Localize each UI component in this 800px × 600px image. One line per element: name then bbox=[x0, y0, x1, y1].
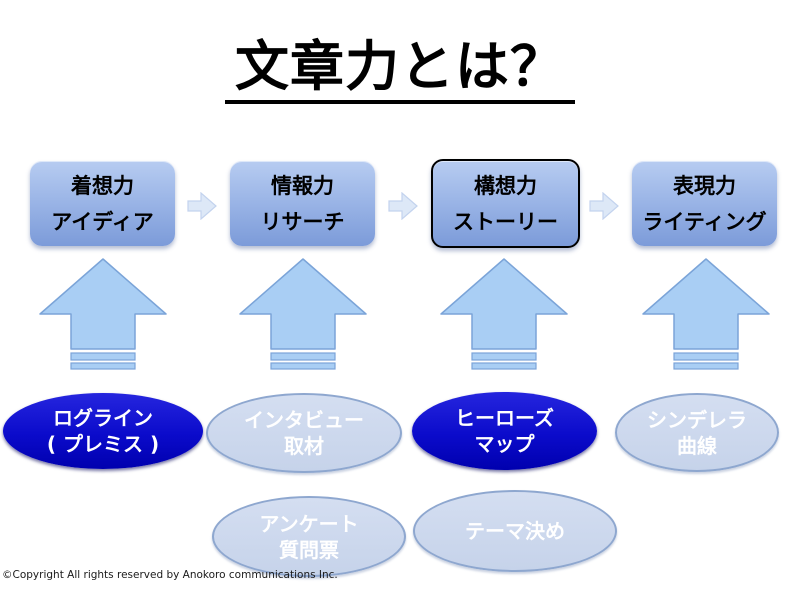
tool-ellipse-interview: インタビュー 取材 bbox=[206, 393, 402, 473]
tool-label-line1: インタビュー bbox=[244, 408, 364, 432]
process-box-information: 情報力 リサーチ bbox=[230, 161, 375, 246]
title-container: 文章力とは？ bbox=[0, 35, 800, 105]
tool-ellipse-cinderella-curve: シンデレラ 曲線 bbox=[615, 393, 779, 472]
tool-label-line2: 質問票 bbox=[279, 537, 339, 562]
copyright-notice: ©Copyright All rights reserved by Anokor… bbox=[2, 569, 338, 581]
process-skill-label: 着想力 bbox=[71, 173, 134, 198]
up-arrow-icon bbox=[39, 258, 167, 370]
tool-label-line2: 曲線 bbox=[677, 433, 717, 458]
tool-ellipse-questionnaire: アンケート 質問票 bbox=[212, 496, 406, 577]
tool-label-line1: ヒーローズ bbox=[455, 406, 554, 430]
process-box-expression: 表現力 ライティング bbox=[632, 161, 777, 246]
process-method-label: ストーリー bbox=[453, 209, 558, 234]
tool-ellipse-theme: テーマ決め bbox=[413, 490, 617, 572]
process-skill-label: 表現力 bbox=[673, 173, 736, 198]
tool-ellipse-logline: ログライン ( プレミス ) bbox=[3, 393, 203, 469]
up-arrow-icon bbox=[239, 258, 367, 370]
tool-label-line1: シンデレラ bbox=[647, 407, 747, 432]
right-arrow-icon bbox=[589, 192, 619, 220]
process-skill-label: 情報力 bbox=[271, 173, 334, 198]
tool-label-line1: アンケート bbox=[259, 511, 359, 536]
process-box-composition: 構想力 ストーリー bbox=[431, 159, 580, 248]
right-arrow-icon bbox=[187, 192, 217, 220]
tool-label-line2: マップ bbox=[474, 432, 535, 456]
tool-label-line1: ログライン bbox=[53, 406, 153, 430]
up-arrow-icon bbox=[642, 258, 770, 370]
right-arrow-icon bbox=[388, 192, 418, 220]
process-method-label: アイディア bbox=[51, 209, 154, 234]
up-arrow-icon bbox=[440, 258, 568, 370]
process-method-label: ライティング bbox=[642, 209, 767, 234]
process-box-ideation: 着想力 アイディア bbox=[30, 161, 175, 246]
tool-label-line2: ( プレミス ) bbox=[46, 432, 160, 456]
tool-ellipse-heroes-map: ヒーローズ マップ bbox=[412, 392, 597, 470]
tool-label-line1: テーマ決め bbox=[465, 519, 565, 543]
process-method-label: リサーチ bbox=[260, 209, 345, 234]
tool-label-line2: 取材 bbox=[284, 434, 324, 458]
page-title: 文章力とは？ bbox=[225, 35, 575, 105]
process-skill-label: 構想力 bbox=[474, 173, 537, 198]
